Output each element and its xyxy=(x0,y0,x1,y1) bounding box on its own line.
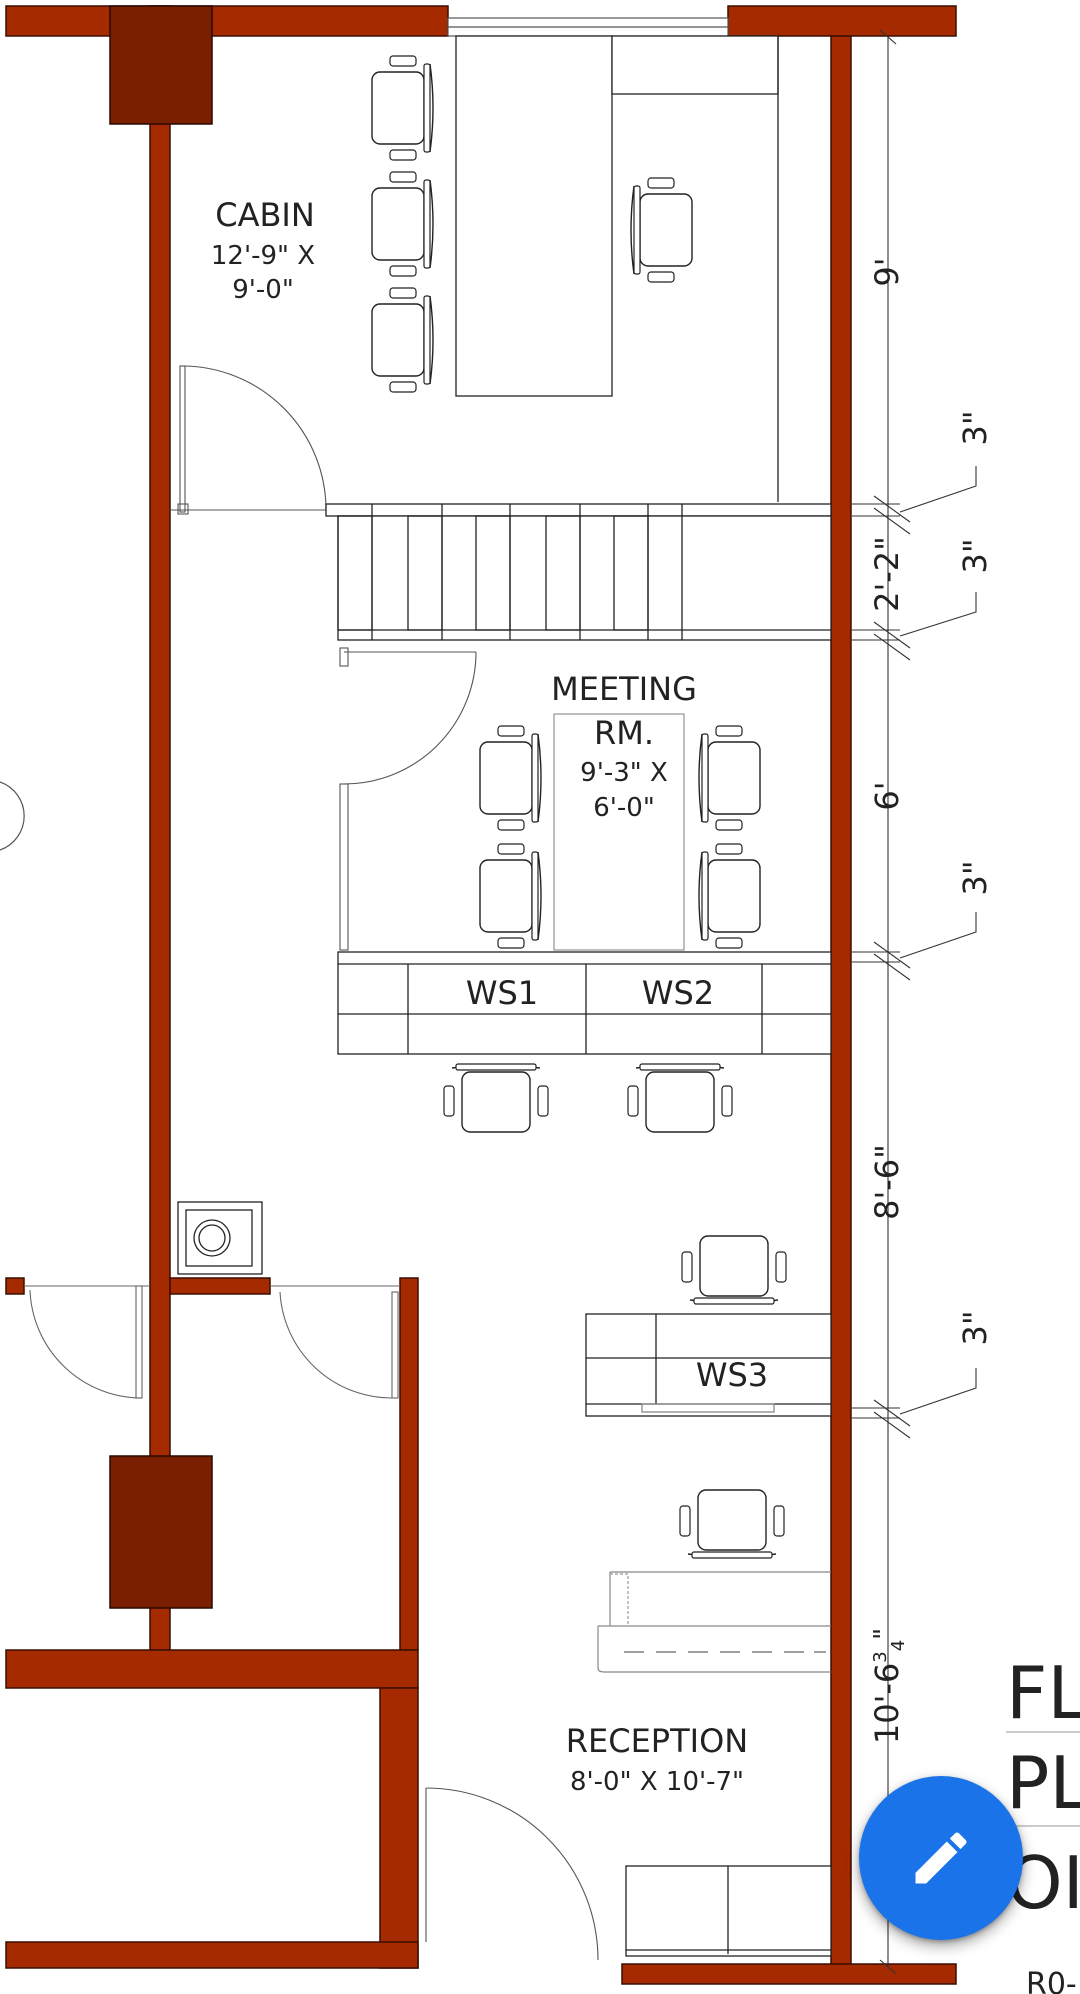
meeting-chair xyxy=(698,843,761,949)
dimension-label-main: 10'-6 xyxy=(868,1663,906,1744)
meeting-room-name: MEETING xyxy=(551,670,697,708)
cabin-door xyxy=(170,365,327,515)
workstation-chair xyxy=(681,1235,787,1305)
workstation-label: WS3 xyxy=(696,1356,768,1394)
column-top xyxy=(109,5,213,125)
side-doors xyxy=(24,1285,400,1399)
reception-chair xyxy=(679,1489,785,1559)
cabin-chair xyxy=(630,177,693,283)
wall-top-left xyxy=(5,5,449,37)
dimension-label: 9' xyxy=(868,257,906,286)
wall-mid-horizontal xyxy=(169,1277,271,1295)
cabin-dimensions: 12'-9" X xyxy=(211,241,315,271)
dimension-label: 6' xyxy=(868,781,906,810)
dimension-label-fraction: 3 xyxy=(870,1651,891,1662)
workstation-label: WS2 xyxy=(642,974,714,1012)
wall-left xyxy=(149,5,171,1651)
wall-bottom-right xyxy=(621,1963,957,1985)
dimension-label: 8'-6" xyxy=(868,1144,906,1220)
meeting-room-door xyxy=(339,647,477,951)
window-top xyxy=(447,17,729,37)
meeting-room-name: RM. xyxy=(594,714,654,752)
dimension-label: 3" xyxy=(956,1310,994,1345)
cabin-dimensions: 9'-0" xyxy=(232,275,294,305)
partial-fixture xyxy=(0,781,25,851)
workstation-chair xyxy=(443,1063,549,1133)
staircase xyxy=(325,503,832,641)
dimension-label: 3" xyxy=(956,860,994,895)
wall-bottom-left xyxy=(5,1941,419,1969)
column-bottom xyxy=(109,1455,213,1609)
wall-right xyxy=(830,35,852,1967)
dimension-label: 10'-634" xyxy=(868,1628,909,1744)
reception-sofa xyxy=(625,1865,832,1957)
wall-top-right xyxy=(727,5,957,37)
cabin-chair xyxy=(371,171,434,277)
wall-lower-vertical xyxy=(379,1687,419,1969)
ws3-desk xyxy=(585,1313,832,1417)
pencil-edit-icon xyxy=(915,1832,967,1884)
workstation-chair xyxy=(627,1063,733,1133)
dimension-label-fraction: 4 xyxy=(888,1640,909,1651)
reception-name: RECEPTION xyxy=(566,1722,748,1760)
workstation-counter xyxy=(337,951,832,1055)
meeting-room-dimensions: 6'-0" xyxy=(593,793,655,823)
wall-reception-divider xyxy=(399,1277,419,1651)
cabin-chair xyxy=(371,55,434,161)
title-block-text: PL xyxy=(1006,1741,1080,1825)
cabin-chair xyxy=(371,287,434,393)
cabin-table xyxy=(455,35,613,397)
reception-counter xyxy=(597,1571,831,1673)
dimension-line xyxy=(852,29,977,1975)
reception-door xyxy=(425,1787,599,1961)
wall-stub-left xyxy=(5,1277,25,1295)
dimension-label: 3" xyxy=(956,410,994,445)
cabin-name: CABIN xyxy=(215,196,315,234)
washer-unit xyxy=(177,1201,263,1275)
dimension-label: 3" xyxy=(956,538,994,573)
meeting-chair xyxy=(698,725,761,831)
drawing-code: R0- xyxy=(1026,1967,1077,1994)
meeting-room-dimensions: 9'-3" X xyxy=(580,758,668,788)
dimension-label-fraction: " xyxy=(869,1628,899,1640)
columns xyxy=(109,5,213,1609)
wall-lower-horizontal xyxy=(5,1649,419,1689)
cabin-desk xyxy=(611,35,779,95)
edit-fab-button[interactable] xyxy=(859,1776,1023,1940)
meeting-chair xyxy=(479,725,542,831)
workstation-label: WS1 xyxy=(466,974,538,1012)
dimension-label: 2'-2" xyxy=(868,536,906,612)
cabin-furniture xyxy=(455,35,779,502)
title-block-text: FL xyxy=(1006,1651,1080,1735)
meeting-chair xyxy=(479,843,542,949)
reception-dimensions: 8'-0" X 10'-7" xyxy=(570,1767,744,1797)
meeting-table xyxy=(553,713,685,951)
